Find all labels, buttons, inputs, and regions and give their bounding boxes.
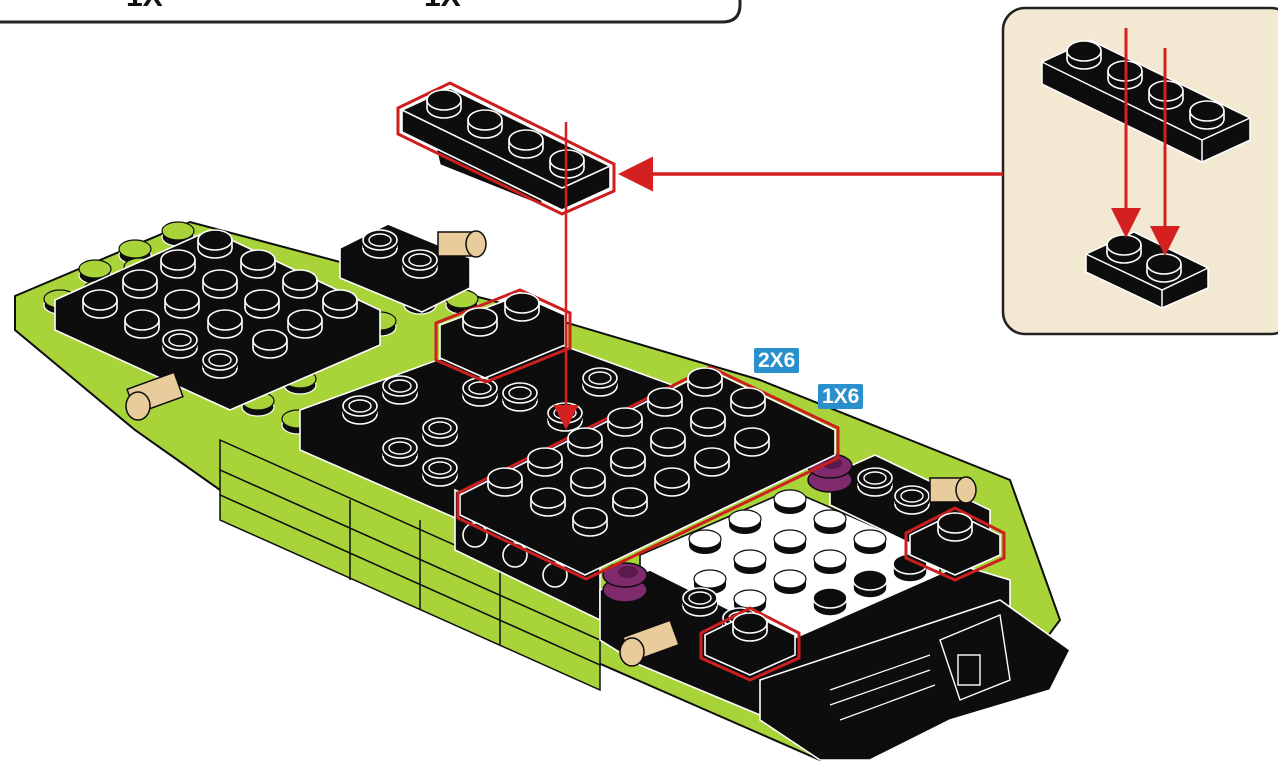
highlighted-tile-bottom <box>699 606 801 682</box>
new-part-plate-1x4 <box>396 81 616 216</box>
axle-pin <box>125 371 184 421</box>
axle-pin <box>929 476 977 504</box>
highlighted-plate-2x6 <box>456 365 840 581</box>
detail-plate-1x4 <box>1041 39 1251 163</box>
chassis-model <box>14 220 1072 762</box>
highlighted-tile-right <box>904 506 1006 582</box>
dimension-label-1x6: 1X6 <box>818 384 864 409</box>
parts-callout: 1X 1X <box>0 0 742 24</box>
purple-bush <box>602 562 648 603</box>
axle-pin <box>437 230 487 258</box>
part-quantity-2: 1X <box>424 0 461 13</box>
dimension-label-2x6: 2X6 <box>754 348 800 373</box>
detail-substep-box <box>1001 6 1278 336</box>
part-quantity-1: 1X <box>126 0 163 13</box>
axle-pin <box>619 619 680 667</box>
